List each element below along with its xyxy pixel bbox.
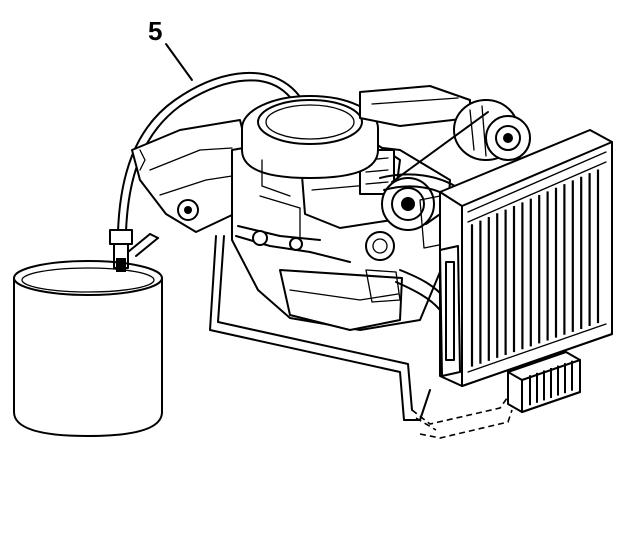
coolant-reservoir [507,351,581,413]
coolant-lines [209,235,513,439]
drain-container [13,260,163,437]
callout-5: 5 [148,16,193,81]
radiator [439,129,613,387]
engine-block [131,85,531,331]
radiator-core-fins [470,169,600,367]
callout-5-label: 5 [148,16,162,46]
reservoir-ribbing [529,360,573,406]
